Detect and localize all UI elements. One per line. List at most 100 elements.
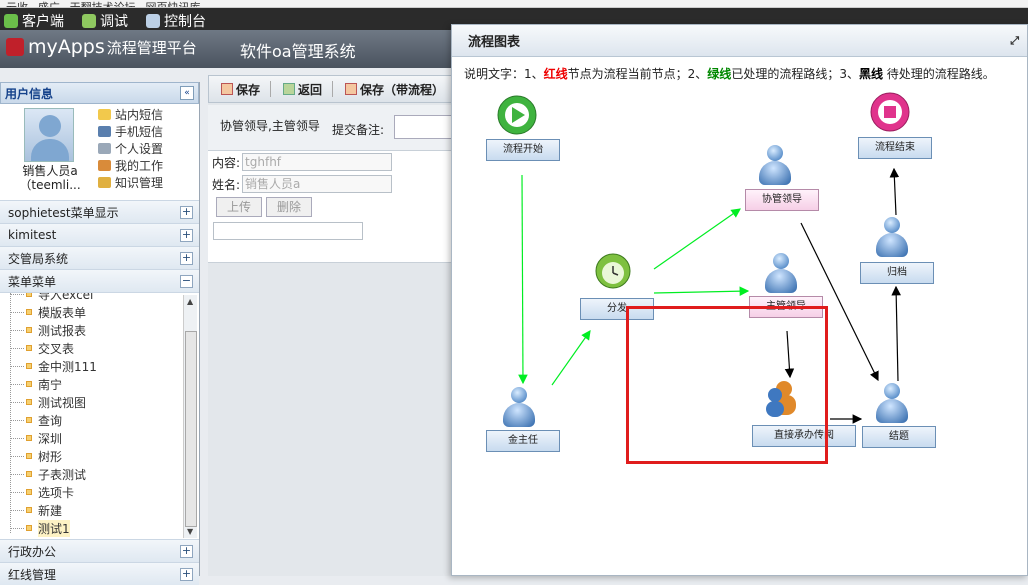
tree-list: 导入excel 模版表单 测试报表 交叉表 金中测111 南宁 测试视图 查询 … (0, 293, 199, 537)
scroll-up-icon[interactable]: ▲ (187, 297, 194, 306)
content-field[interactable]: tghfhf (242, 153, 393, 171)
main-form-panel: 保存 返回 保存（带流程） 协管领导,主管领导 提交备注: 内容: tghfhf… (208, 75, 452, 576)
expand-icon[interactable]: + (180, 204, 193, 219)
menu-client[interactable]: 客户端 (4, 11, 64, 31)
menu-section[interactable]: 交管局系统+ (0, 246, 199, 269)
scroll-thumb[interactable] (185, 331, 197, 527)
menu-section[interactable]: 菜单菜单− (0, 269, 199, 292)
person-body (876, 233, 908, 257)
group-icon-person (768, 388, 782, 402)
tree-item[interactable]: 查询 (0, 411, 199, 429)
menu-section[interactable]: 红线管理+ (0, 562, 199, 585)
window-titlebar: 流程图表 ⤢ (452, 25, 1027, 57)
debug-icon (82, 14, 96, 28)
tree-item[interactable]: 选项卡 (0, 483, 199, 501)
expand-icon[interactable]: + (180, 250, 193, 265)
expand-icon[interactable]: + (180, 566, 193, 581)
bookmark-item[interactable]: 网页快讯库 (145, 1, 201, 8)
upload-button[interactable]: 上传 (216, 197, 262, 217)
menu-section[interactable]: kimitest+ (0, 223, 199, 246)
mail-icon (98, 109, 111, 120)
person-icon (874, 383, 910, 425)
tree-item[interactable]: 深圳 (0, 429, 199, 447)
expand-icon[interactable]: + (180, 227, 193, 242)
menu-section[interactable]: sophietest菜单显示+ (0, 200, 199, 223)
person-icon (757, 145, 793, 187)
node-xieguan[interactable]: 协管领导 (745, 189, 819, 211)
flow-submit-area: 协管领导,主管领导 提交备注: (208, 105, 452, 151)
user-name: 销售人员a （teemli... (19, 164, 81, 192)
delete-button[interactable]: 删除 (266, 197, 312, 217)
back-button[interactable]: 返回 (283, 81, 322, 98)
edge-jinzhuren-to-fenfa (551, 330, 591, 386)
node-end[interactable]: 流程结束 (858, 137, 932, 159)
tree-item[interactable]: 金中测111 (0, 357, 199, 375)
link-internal-message[interactable]: 站内短信 (98, 106, 163, 123)
menu-section[interactable]: 行政办公+ (0, 539, 199, 562)
tree-guide-line (10, 293, 11, 533)
node-jieti[interactable]: 结题 (862, 426, 936, 448)
person-head (884, 383, 900, 399)
expand-icon[interactable]: + (180, 543, 193, 558)
person-head (773, 253, 789, 269)
tree-scrollbar[interactable]: ▲ ▼ (183, 295, 197, 538)
name-field[interactable]: 销售人员a (242, 175, 393, 193)
folder-icon (26, 293, 32, 297)
window-title: 流程图表 (468, 35, 521, 50)
tree-item-selected[interactable]: 测试1 (0, 519, 199, 537)
next-handler: 协管领导,主管领导 (220, 119, 320, 133)
link-my-work[interactable]: 我的工作 (98, 157, 163, 174)
legend-text: 已处理的流程路线；3、 (731, 67, 859, 81)
remark-label: 提交备注: (332, 123, 385, 137)
save-icon (345, 83, 358, 95)
popout-icon[interactable]: ⤢ (1010, 33, 1019, 47)
collapse-icon[interactable]: − (180, 273, 193, 288)
menu-tree: 导入excel 模版表单 测试报表 交叉表 金中测111 南宁 测试视图 查询 … (0, 292, 199, 539)
tree-item[interactable]: 测试视图 (0, 393, 199, 411)
user-info-box: 销售人员a （teemli... 站内短信 手机短信 个人设置 我的工作 知识管… (0, 104, 199, 200)
tree-connector (10, 455, 24, 457)
node-zhijie[interactable]: 直接承办传阅 (752, 425, 856, 447)
attachment-field[interactable] (213, 222, 363, 240)
tree-connector (10, 347, 24, 349)
node-jinzhuren[interactable]: 金主任 (486, 430, 560, 452)
tree-item[interactable]: 交叉表 (0, 339, 199, 357)
edge-xieguan-to-jieti (800, 222, 879, 382)
console-icon (146, 14, 160, 28)
save-with-flow-button[interactable]: 保存（带流程） (345, 81, 444, 98)
tree-item[interactable]: 南宁 (0, 375, 199, 393)
folder-icon (26, 309, 32, 315)
bookmark-item[interactable]: 盛广 (37, 1, 60, 8)
scroll-down-icon[interactable]: ▼ (187, 527, 194, 536)
person-body (759, 161, 791, 185)
menu-debug[interactable]: 调试 (82, 11, 128, 31)
bookmark-item[interactable]: 天翻技术论坛 (69, 1, 136, 8)
save-button[interactable]: 保存 (221, 81, 260, 98)
current-node-highlight (626, 306, 828, 464)
menu-console[interactable]: 控制台 (146, 11, 206, 31)
node-start[interactable]: 流程开始 (486, 139, 560, 161)
tree-item[interactable]: 新建 (0, 501, 199, 519)
book-icon (98, 177, 111, 188)
link-sms[interactable]: 手机短信 (98, 123, 163, 140)
collapse-sidebar-button[interactable]: « (180, 86, 194, 100)
tree-connector (10, 293, 24, 295)
tree-item[interactable]: 子表测试 (0, 465, 199, 483)
remark-input[interactable] (394, 115, 452, 139)
node-fenfa[interactable]: 分发 (580, 298, 654, 320)
form-toolbar: 保存 返回 保存（带流程） (208, 75, 452, 103)
link-settings[interactable]: 个人设置 (98, 140, 163, 157)
node-guidang[interactable]: 归档 (860, 262, 934, 284)
edge-fenfa-to-zhuguan (653, 286, 750, 296)
folder-icon (26, 471, 32, 477)
tree-item[interactable]: 导入excel (0, 293, 199, 303)
stop-icon (884, 106, 896, 118)
tree-item[interactable]: 测试报表 (0, 321, 199, 339)
tree-item[interactable]: 树形 (0, 447, 199, 465)
legend-green: 绿线 (707, 67, 732, 81)
bookmark-item[interactable]: 云收 (6, 1, 28, 8)
tree-item[interactable]: 模版表单 (0, 303, 199, 321)
clock-hand (612, 272, 619, 276)
link-knowledge[interactable]: 知识管理 (98, 174, 163, 191)
tree-connector (10, 383, 24, 385)
